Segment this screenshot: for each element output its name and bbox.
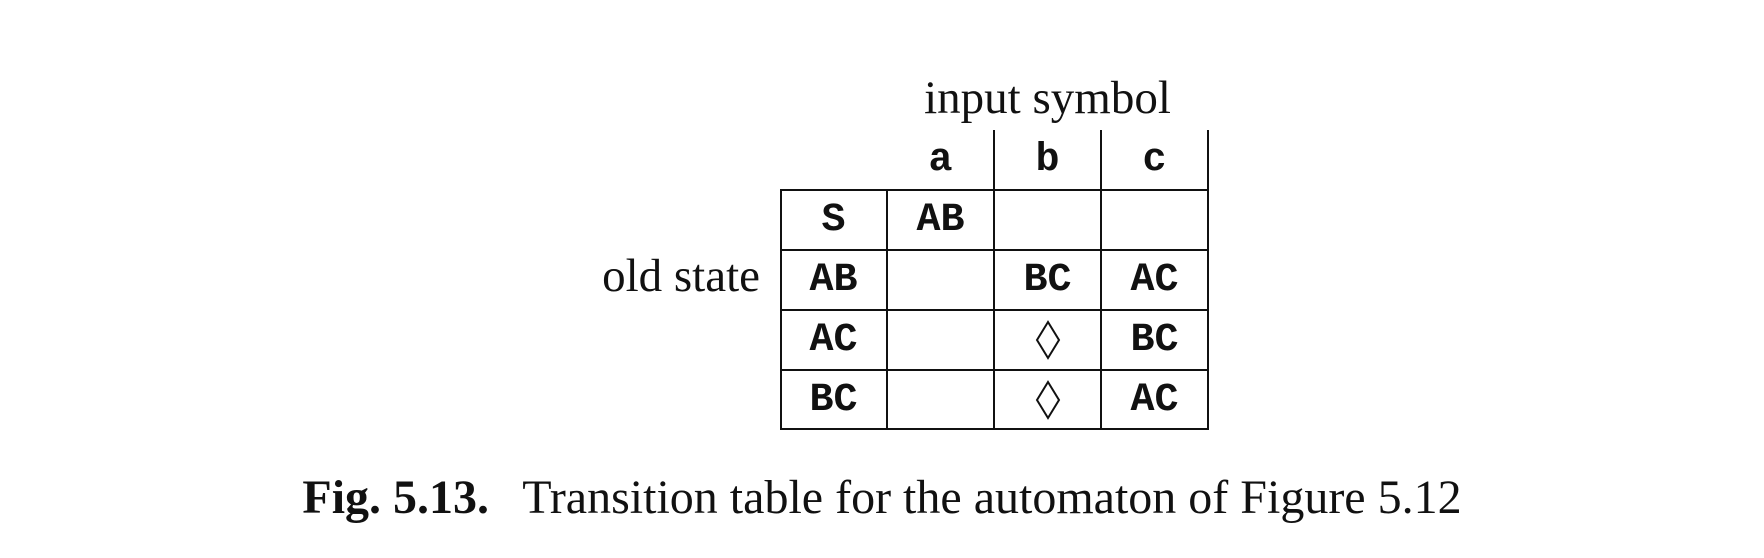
- figure-caption: Fig. 5.13. Transition table for the auto…: [0, 468, 1764, 528]
- table-cell: BC: [1023, 257, 1072, 303]
- table-cell: [887, 370, 994, 430]
- row-header-state: S: [821, 197, 846, 243]
- row-header-state: AC: [809, 317, 858, 363]
- row-header-state: BC: [809, 377, 858, 423]
- table-cell: [994, 310, 1101, 370]
- table-cell: AC: [1130, 377, 1179, 423]
- table-cell: AC: [1130, 257, 1179, 303]
- table-cell: [994, 190, 1101, 250]
- grid-line: [1100, 130, 1102, 430]
- old-state-label: old state: [602, 250, 760, 302]
- table-cell: AB: [916, 197, 965, 243]
- row-header-state: AB: [809, 257, 858, 303]
- grid-line: [780, 249, 1209, 251]
- table-cell: [887, 250, 994, 310]
- column-header-a: a: [928, 137, 953, 183]
- grid-line: [780, 189, 1209, 191]
- table-cell: [887, 310, 994, 370]
- column-header-c: c: [1142, 137, 1167, 183]
- figure-number: Fig. 5.13.: [302, 471, 490, 524]
- table-cell: [1101, 190, 1208, 250]
- caption-text: Transition table for the automaton of Fi…: [522, 471, 1462, 524]
- diamond-icon: [1035, 380, 1060, 420]
- grid-line: [780, 309, 1209, 311]
- table-cell: BC: [1130, 317, 1179, 363]
- diamond-icon: [1035, 320, 1060, 360]
- column-header-b: b: [1035, 137, 1060, 183]
- grid-line: [780, 369, 1209, 371]
- grid-line: [780, 428, 1209, 430]
- input-symbol-label: input symbol: [924, 72, 1171, 124]
- table-cell: [994, 370, 1101, 430]
- grid-line: [1207, 130, 1209, 430]
- transition-table: a b c S AB AB BC AC AC BC BC AC: [780, 130, 1210, 430]
- grid-line: [993, 130, 995, 430]
